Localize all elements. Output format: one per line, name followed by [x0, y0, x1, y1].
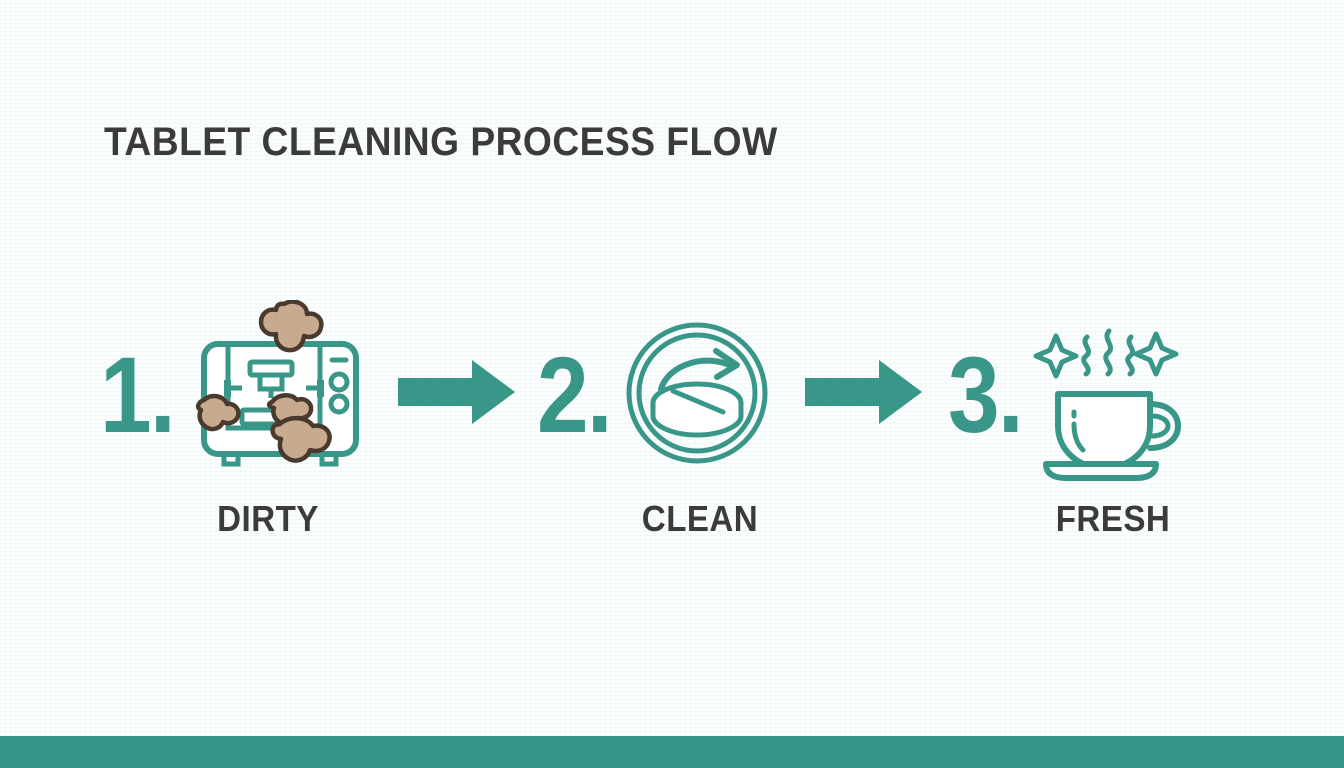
steam-line-3 [1125, 334, 1136, 376]
footer-accent-bar [0, 736, 1344, 768]
tablet-side [650, 403, 744, 438]
arrow-step-2-to-3 [805, 360, 922, 424]
rotation-arrow-curve [658, 357, 737, 392]
process-step-clean[interactable]: 2. [537, 300, 787, 490]
process-step-dirty[interactable]: 1. [100, 300, 390, 490]
dirt-blob-left [196, 393, 241, 432]
clean-tablet-circle-arrow-icon [626, 322, 768, 464]
process-step-fresh[interactable]: 3. [948, 300, 1198, 490]
rotation-arrow-head [713, 348, 741, 380]
steam-line-2 [1103, 328, 1114, 376]
cup-handle-inner [1149, 413, 1171, 438]
dirty-tablet-press-machine-icon [196, 300, 360, 467]
step-number-1: 1. [100, 334, 176, 455]
arrow-step-1-to-2 [398, 360, 515, 424]
step-number-2: 2. [537, 334, 613, 455]
dirt-blob-top [258, 300, 324, 353]
outer-circle [626, 322, 768, 464]
cup-body [1055, 390, 1154, 471]
step-number-3: 3. [948, 334, 1024, 455]
sparkle-right-icon [1133, 331, 1179, 376]
step-label-clean: CLEAN [641, 498, 759, 539]
cup-highlight-curve [1071, 421, 1086, 452]
inner-circle [636, 332, 758, 454]
page-title: TABLET CLEANING PROCESS FLOW [104, 120, 778, 164]
cup-saucer [1043, 460, 1160, 481]
process-steps-row: 1. [0, 300, 1344, 490]
dirt-blob-bottom [270, 416, 332, 463]
cup-handle-outer [1147, 400, 1182, 451]
fresh-steaming-cup-sparkle-icon [1033, 328, 1182, 481]
step-label-fresh: FRESH [1055, 498, 1171, 539]
sparkle-left-icon [1033, 333, 1079, 378]
step-label-dirty: DIRTY [217, 498, 319, 539]
tablet-score-line [670, 388, 726, 415]
steam-line-1 [1081, 334, 1092, 376]
